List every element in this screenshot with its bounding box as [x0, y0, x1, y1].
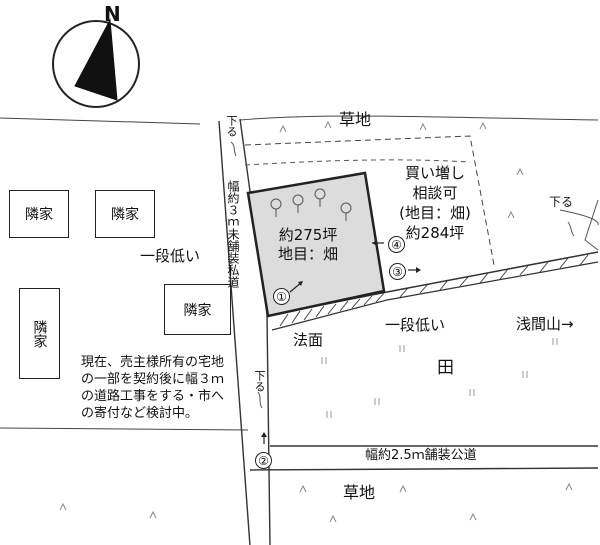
house-label: 隣家 [31, 319, 48, 348]
note-text: 現在、売主様所有の宅地 の一部を契約後に幅３ｍ の道路工事をする・市へ の寄付な… [81, 354, 224, 422]
grass-label-bottom: 草地 [343, 483, 376, 502]
house-label: 隣家 [183, 302, 212, 319]
compass [52, 18, 140, 108]
downhill-label-mid: 下る [253, 370, 266, 392]
down-arrow-mid [257, 391, 263, 409]
public-road-bottom-edge [249, 467, 599, 471]
tree-symbols [270, 188, 352, 221]
note-line: の一部を契約後に幅３ｍ [81, 372, 225, 387]
main-lot [246, 171, 386, 318]
asama-direction-label: 浅間山→ [516, 315, 574, 333]
marker-2: ② [255, 452, 272, 469]
note-line: 現在、売主様所有の宅地 [81, 355, 225, 370]
slope-lower-edge [271, 261, 599, 331]
house-label: 隣家 [111, 207, 139, 223]
house-label: 隣家 [25, 207, 53, 223]
slope-hatching [279, 254, 589, 327]
grass-label-top: 草地 [339, 110, 372, 129]
neighbor-house-4: 隣家 [19, 288, 60, 379]
neighbor-house-3: 隣家 [164, 284, 231, 335]
marker-4: ④ [388, 236, 405, 253]
right-bank-edge [559, 209, 599, 226]
lower-ground-label-left: 一段低い [140, 247, 201, 265]
extra-lot-line-1: 買い増し [404, 164, 465, 182]
lower-ground-label-right: 一段低い [385, 316, 446, 334]
ground-edge-top [239, 115, 599, 121]
extra-lot-line-4: 約284坪 [405, 224, 465, 242]
neighbor-house-1: 隣家 [9, 190, 69, 238]
arrow-3-head [416, 267, 421, 273]
extra-lot-inner-line [244, 159, 471, 166]
public-road-label: 幅約2.5ｍ舗装公道 [365, 448, 477, 463]
downhill-label-top: 下る [225, 115, 238, 137]
extra-lot-line-2: 相談可 [412, 184, 458, 202]
note-line: の寄付など検討中。 [81, 406, 199, 421]
private-road-label: 幅約３ｍ未舗装私道 [226, 180, 240, 288]
rice-field-symbols [321, 338, 558, 418]
extra-lot-boundary [244, 135, 495, 266]
lot-bottom-right-edge [386, 251, 599, 293]
private-road-left-edge [218, 120, 251, 545]
neighbor-house-2: 隣家 [95, 190, 155, 238]
extra-lot-line-3: (地目：畑) [399, 204, 471, 222]
marker-3: ③ [389, 263, 406, 280]
down-arrow-right [567, 221, 575, 237]
arrow-1-head [298, 281, 303, 286]
note-line: の道路工事をする・市へ [81, 389, 225, 404]
grass-symbols [59, 120, 573, 523]
slope-label: 法面 [293, 331, 324, 349]
north-label: N [104, 2, 121, 26]
marker-1: ① [273, 288, 290, 305]
rice-field-label: 田 [437, 358, 454, 378]
extra-lot-label: 買い増し 相談可 (地目：畑) 約284坪 [388, 163, 482, 243]
main-lot-area: 約275坪 [278, 226, 338, 244]
right-bank-edge-2 [584, 199, 599, 251]
ground-edge-left-bottom [0, 427, 249, 431]
arrow-4-head [372, 240, 377, 246]
downhill-label-right: 下る [549, 195, 574, 209]
down-arrow-top [230, 141, 237, 157]
main-lot-label: 約275坪 地目：畑 [278, 226, 338, 264]
arrow-2-head [261, 432, 267, 437]
main-lot-use: 地目：畑 [278, 245, 339, 263]
ground-edge-left-top [0, 117, 201, 125]
private-road-right-edge [239, 118, 271, 545]
